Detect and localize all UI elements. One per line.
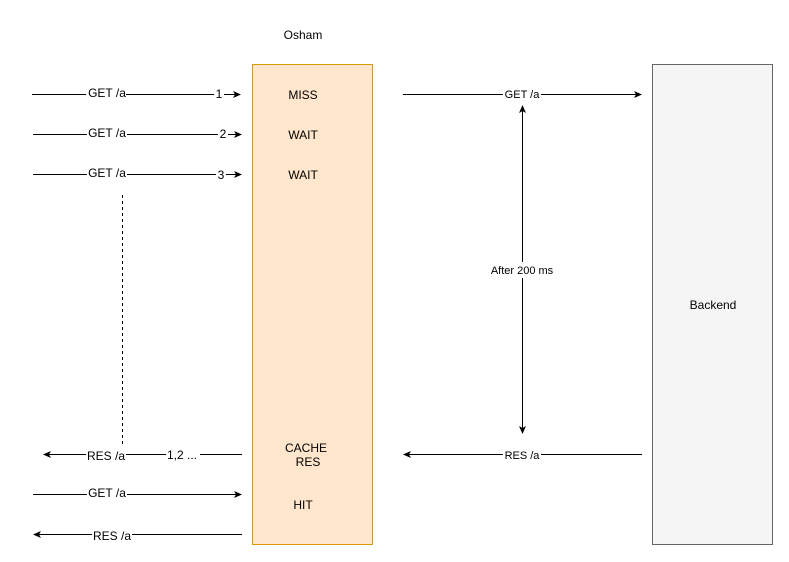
later-request-label: GET /a <box>88 486 126 500</box>
client-request-3-number: 3 <box>218 168 225 182</box>
client-request-2-label: GET /a <box>88 126 126 140</box>
state-wait-2: WAIT <box>288 168 318 182</box>
osham-title: Osham <box>284 28 323 42</box>
backend-request: GET /a <box>403 88 642 101</box>
later-response: RES /a <box>33 527 242 543</box>
client-response-number: 1,2 ... <box>167 448 197 462</box>
client-request-3-label: GET /a <box>88 166 126 180</box>
backend-box <box>652 64 773 545</box>
state-cache-line-1: CACHE <box>285 441 327 455</box>
state-wait-1: WAIT <box>288 128 318 142</box>
backend-response-label: RES /a <box>505 450 541 462</box>
client-response: RES /a 1,2 ... <box>43 447 242 463</box>
osham-box <box>252 64 373 545</box>
delay-label: After 200 ms <box>491 265 554 277</box>
client-request-2-number: 2 <box>220 127 227 141</box>
backend-label: Backend <box>690 298 737 312</box>
client-request-3: GET /a 3 <box>33 166 242 182</box>
client-request-2: GET /a 2 <box>33 126 242 141</box>
later-request: GET /a <box>33 486 242 500</box>
client-request-1-label: GET /a <box>88 86 126 100</box>
client-response-label: RES /a <box>87 449 125 463</box>
backend-request-label: GET /a <box>505 89 541 101</box>
state-miss: MISS <box>288 88 317 102</box>
client-request-1-number: 1 <box>216 87 223 101</box>
state-cache-line-2: RES <box>296 455 321 469</box>
state-hit: HIT <box>293 498 313 512</box>
delay-arrow: After 200 ms <box>488 105 558 434</box>
client-request-1: GET /a 1 <box>32 86 241 101</box>
later-response-label: RES /a <box>93 529 131 543</box>
backend-response: RES /a <box>403 448 642 462</box>
